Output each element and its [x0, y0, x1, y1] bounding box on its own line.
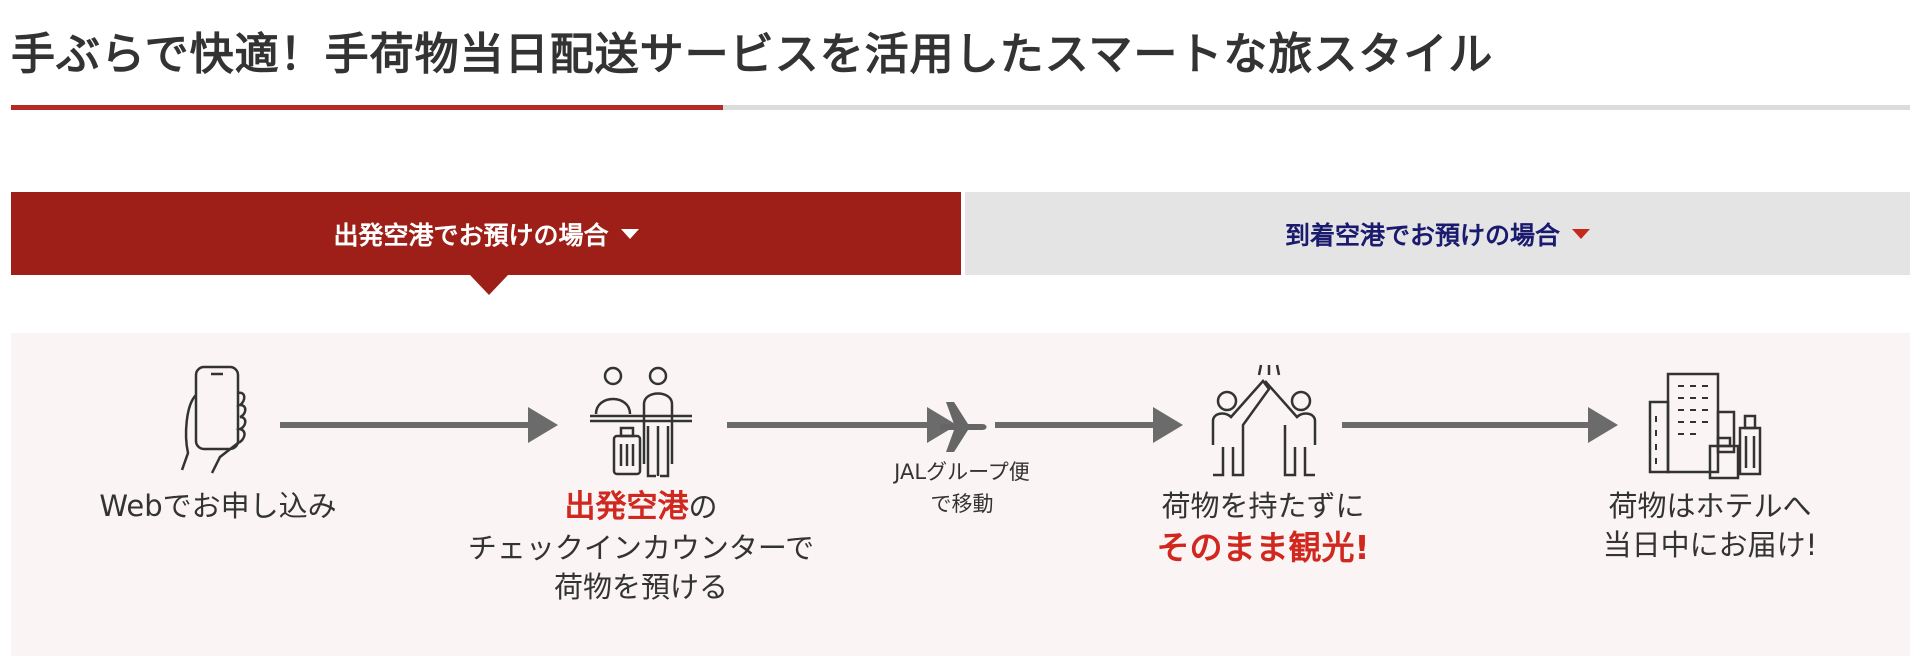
step-text: 出発空港の [468, 487, 814, 529]
flow-arrow [1342, 407, 1618, 443]
flow-arrow [995, 407, 1183, 443]
flow-arrow [727, 407, 957, 443]
progress-fill [11, 105, 724, 110]
step-text: 当日中にお届け! [1602, 528, 1818, 563]
checkin-counter-icon [590, 366, 692, 478]
caret-down-icon [1572, 228, 1590, 239]
flow-panel [11, 333, 1910, 656]
step-text: 荷物はホテルへ [1608, 489, 1812, 523]
step-text: チェックインカウンターで [467, 530, 815, 565]
smartphone-hand-icon [180, 365, 247, 474]
tab-departure-airport[interactable]: 出発空港でお預けの場合 [11, 192, 961, 275]
step-1-label: Webでお申し込み [99, 487, 336, 526]
step-5-label: 荷物はホテルへ 当日中にお届け! [1603, 487, 1818, 565]
active-tab-pointer [470, 275, 508, 295]
hotel-luggage-icon [1648, 372, 1762, 480]
page-title: 手ぶらで快適！手荷物当日配送サービスを活用したスマートな旅スタイル [11, 29, 1494, 80]
step-text: で移動 [930, 491, 994, 516]
progress-track [11, 105, 1910, 110]
flow-arrow [280, 407, 558, 443]
step-text: Webでお申し込み [99, 489, 337, 523]
tab-arrival-airport[interactable]: 到着空港でお預けの場合 [965, 192, 1910, 275]
highlight-text: 出発空港 [564, 489, 689, 525]
step-text: の [688, 490, 718, 524]
step-2-label: 出発空港の チェックインカウンターで 荷物を預ける [468, 487, 814, 607]
highlight-text: そのまま観光! [1156, 528, 1370, 568]
step-text: 荷物を預ける [553, 569, 729, 604]
high-five-icon [1211, 364, 1317, 477]
caret-down-icon [620, 228, 639, 239]
step-3-label: JALグループ便 で移動 [894, 457, 1030, 520]
step-text: JALグループ便 [894, 460, 1030, 484]
tab-label: 到着空港でお預けの場合 [1284, 220, 1560, 250]
airplane-icon [940, 402, 987, 452]
step-4-label: 荷物を持たずに そのまま観光! [1156, 487, 1369, 571]
step-text: 荷物を持たずに [1161, 489, 1365, 523]
tab-label: 出発空港でお預けの場合 [333, 220, 609, 250]
